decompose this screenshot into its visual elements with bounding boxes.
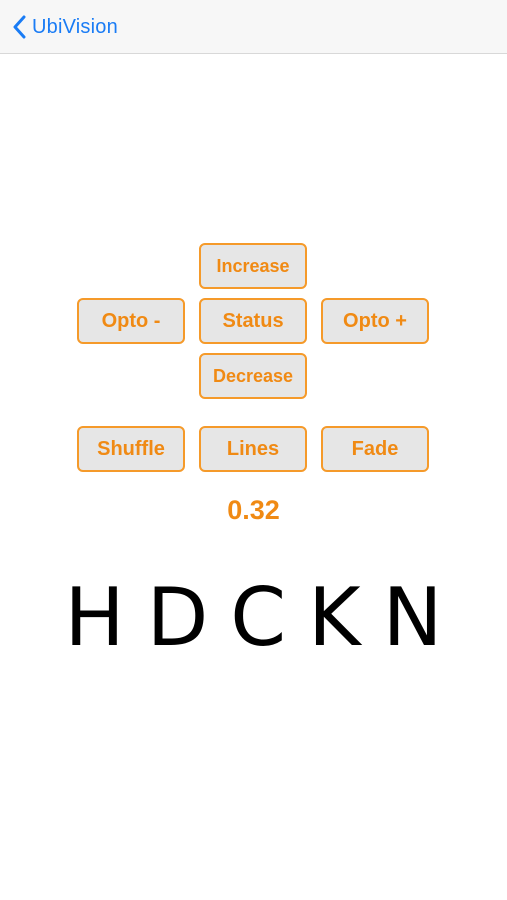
lines-button[interactable]: Lines <box>199 426 307 472</box>
navigation-bar: UbiVision <box>0 0 507 54</box>
status-button[interactable]: Status <box>199 298 307 344</box>
fade-button[interactable]: Fade <box>321 426 429 472</box>
chevron-left-icon <box>12 15 26 39</box>
shuffle-button[interactable]: Shuffle <box>77 426 185 472</box>
back-button-label: UbiVision <box>32 15 118 38</box>
optotype-letters: HDCKN <box>64 571 465 664</box>
acuity-value: 0.32 <box>227 495 280 525</box>
back-button[interactable]: UbiVision <box>12 10 118 44</box>
opto-minus-button[interactable]: Opto - <box>77 298 185 344</box>
increase-button[interactable]: Increase <box>199 243 307 289</box>
opto-plus-button[interactable]: Opto + <box>321 298 429 344</box>
decrease-button[interactable]: Decrease <box>199 353 307 399</box>
